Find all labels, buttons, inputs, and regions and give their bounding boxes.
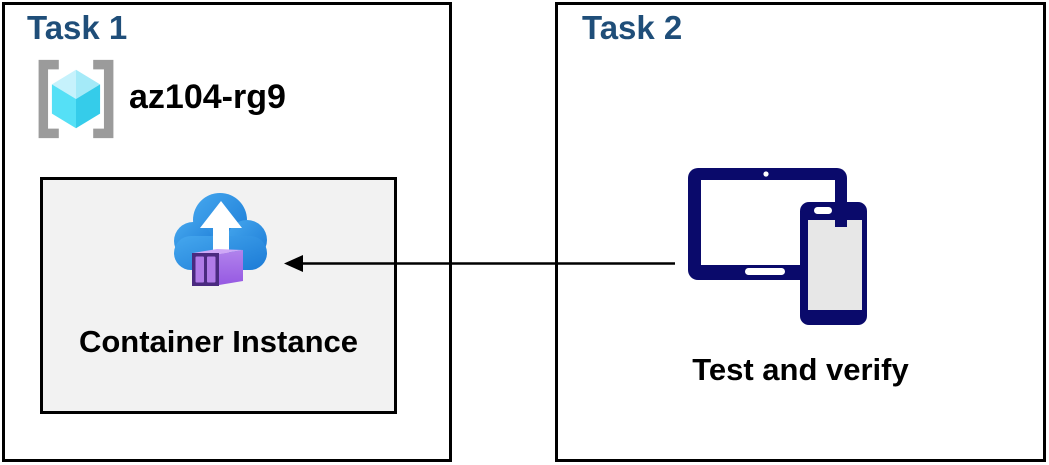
task2-title: Task 2 — [582, 9, 683, 46]
test-and-verify-label: Test and verify — [692, 352, 909, 387]
tablet-and-phone-icon — [688, 168, 867, 325]
container-instance-label: Container Instance — [78, 324, 359, 359]
left-arrow-connector — [284, 255, 675, 272]
container-instance-icon — [174, 193, 267, 286]
resource-group-icon — [38, 59, 114, 139]
task1-title: Task 1 — [27, 9, 128, 46]
resource-group-name: az104-rg9 — [129, 78, 286, 116]
